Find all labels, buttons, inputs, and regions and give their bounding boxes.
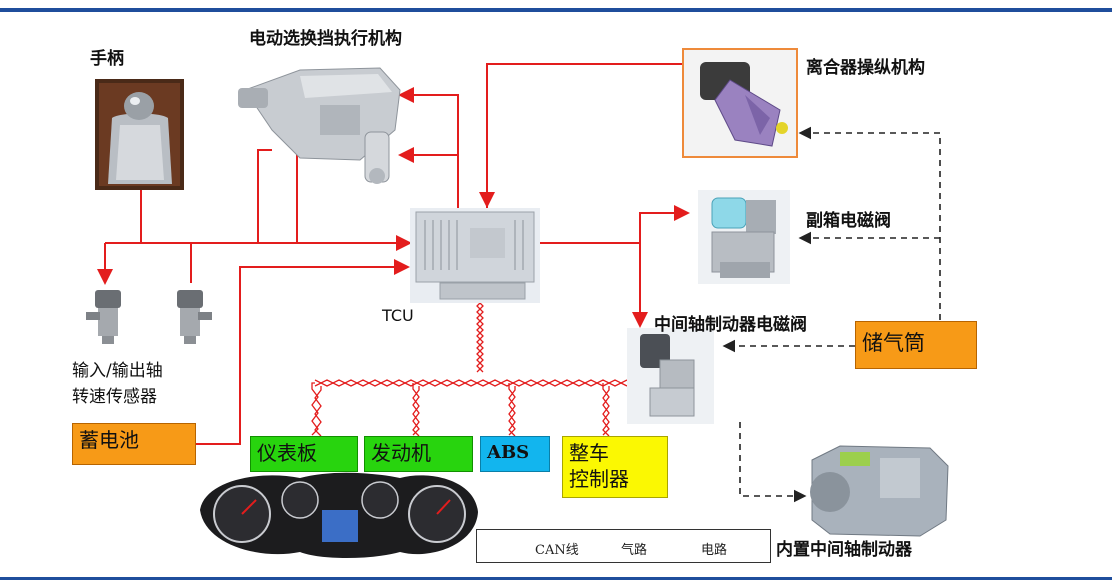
air-brake-inner bbox=[739, 422, 807, 503]
legend-can-label: CAN线 bbox=[535, 543, 579, 558]
engine-box: 发动机 bbox=[364, 436, 473, 472]
can-drop-dash bbox=[311, 382, 322, 437]
gear-handle-image bbox=[95, 79, 184, 190]
label-sensor-line2: 转速传感器 bbox=[72, 387, 157, 407]
speed-sensor-2-image bbox=[177, 290, 212, 344]
speed-sensor-1-image bbox=[86, 290, 121, 344]
air-tank-riser bbox=[798, 126, 941, 320]
range-valve-image bbox=[698, 190, 790, 284]
label-inner-brake: 内置中间轴制动器 bbox=[776, 540, 912, 560]
instrument-cluster-image bbox=[200, 472, 478, 558]
legend-elec-label: 电路 bbox=[701, 543, 728, 558]
label-brake-valve: 中间轴制动器电磁阀 bbox=[654, 315, 807, 335]
legend-air-label: 气路 bbox=[621, 543, 648, 558]
can-trunk bbox=[476, 299, 484, 373]
label-range-valve: 副箱电磁阀 bbox=[806, 211, 891, 231]
wire-clutch bbox=[486, 63, 700, 208]
wire-tcu-up bbox=[398, 87, 459, 208]
can-drop-abs bbox=[508, 383, 516, 437]
wire-battery bbox=[196, 259, 410, 445]
can-horizontal bbox=[314, 379, 628, 387]
vcu-box: 整车 控制器 bbox=[562, 436, 668, 498]
shift-actuator-image bbox=[238, 67, 401, 184]
legend: CAN线 气路 电路 bbox=[476, 529, 771, 563]
top-rule bbox=[0, 8, 1112, 12]
can-drop-engine bbox=[412, 383, 420, 437]
bottom-rule bbox=[0, 577, 1112, 580]
abs-box: ABS bbox=[480, 436, 550, 472]
wire-tcu-right bbox=[540, 205, 690, 244]
wire-actuator-a bbox=[257, 149, 272, 243]
vcu-line2: 控制器 bbox=[569, 467, 629, 491]
vcu-line1: 整车 bbox=[569, 441, 609, 465]
can-drop-vcu bbox=[602, 383, 610, 437]
brake-valve-image bbox=[627, 328, 714, 424]
dashboard-box: 仪表板 bbox=[250, 436, 358, 472]
label-tcu: TCU bbox=[382, 306, 414, 325]
label-shift-actuator: 电动选换挡执行机构 bbox=[249, 29, 402, 49]
air-tank-box: 储气筒 bbox=[855, 321, 977, 369]
label-clutch-actuator: 离合器操纵机构 bbox=[806, 58, 925, 78]
transmission-image bbox=[810, 445, 949, 537]
battery-box: 蓄电池 bbox=[72, 423, 196, 465]
label-handle: 手柄 bbox=[90, 49, 124, 69]
clutch-actuator-image bbox=[682, 48, 798, 158]
tcu-image bbox=[410, 208, 540, 303]
label-sensor-line1: 输入/输出轴 bbox=[72, 361, 163, 381]
